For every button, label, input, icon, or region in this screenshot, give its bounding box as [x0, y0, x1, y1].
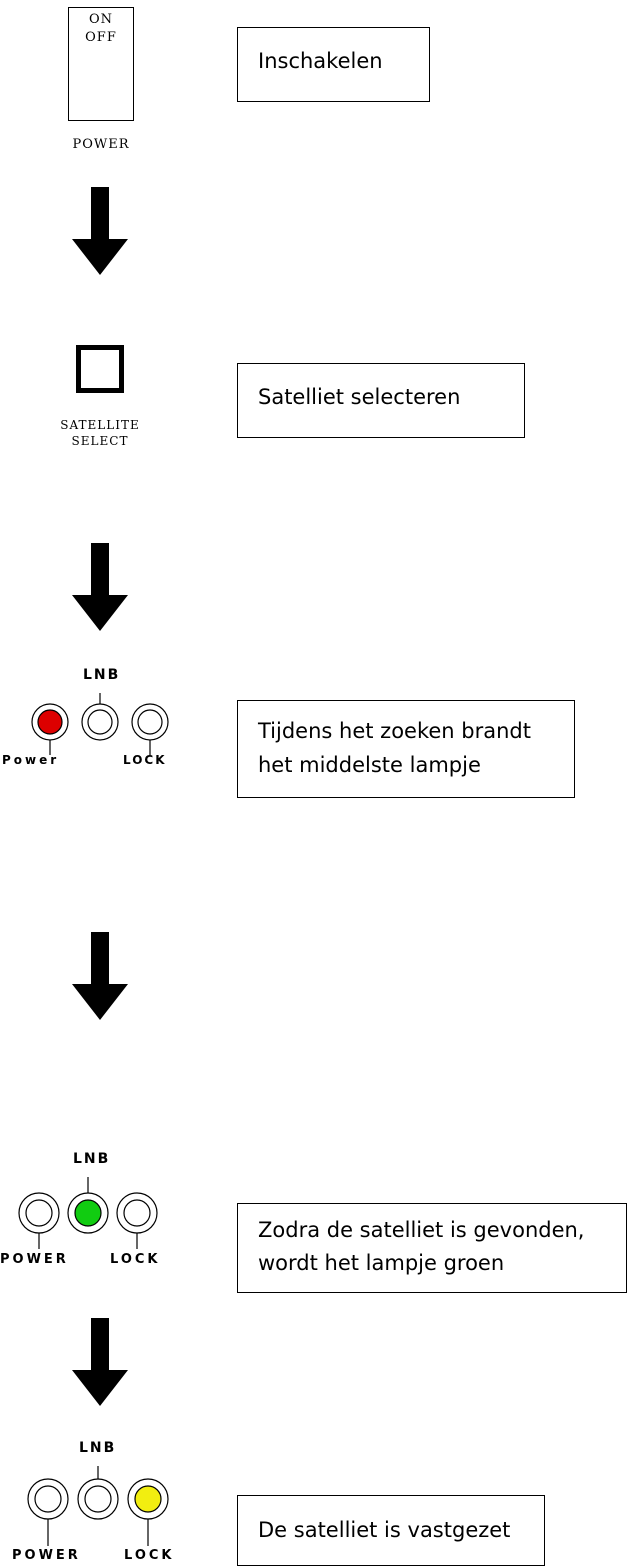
lock-led	[116, 1192, 158, 1234]
satellite-select-label-line2: SELECT	[71, 434, 129, 448]
lock-led-label: LOCK	[110, 1252, 161, 1267]
lock-led-label: LOCK	[124, 1548, 175, 1563]
lnb-led	[81, 703, 119, 741]
power-led	[18, 1192, 60, 1234]
lnb-led	[67, 1192, 109, 1234]
callout-power-on: Inschakelen	[237, 27, 430, 102]
satellite-select-button[interactable]	[76, 345, 124, 393]
lock-led-label: LOCK	[123, 753, 167, 767]
callout-found: Zodra de satelliet is gevonden, wordt he…	[237, 1203, 627, 1293]
power-led	[31, 703, 69, 741]
callout-text: Satelliet selecteren	[258, 385, 461, 409]
callout-text-line1: Tijdens het zoeken brandt	[258, 719, 531, 743]
lnb-label: LNB	[73, 1151, 111, 1167]
callout-text-line1: Zodra de satelliet is gevonden,	[258, 1218, 585, 1242]
power-led-label: Power	[2, 753, 60, 767]
power-switch[interactable]: ON OFF	[68, 7, 134, 121]
power-led-label: POWER	[0, 1252, 69, 1267]
down-arrow-icon	[72, 1318, 128, 1406]
callout-satellite-select: Satelliet selecteren	[237, 363, 525, 438]
lock-led	[131, 703, 169, 741]
led-indicator-group	[31, 693, 169, 755]
callout-text: De satelliet is vastgezet	[258, 1518, 511, 1542]
power-label: POWER	[72, 137, 130, 152]
power-led	[27, 1478, 69, 1520]
callout-searching: Tijdens het zoeken brandt het middelste …	[237, 700, 575, 798]
down-arrow-icon	[72, 187, 128, 275]
led-indicator-group	[27, 1466, 169, 1546]
lock-led	[127, 1478, 169, 1520]
callout-text: Inschakelen	[258, 49, 383, 73]
led-indicator-group	[18, 1177, 158, 1249]
satellite-select-label-line1: SATELLITE	[60, 418, 140, 432]
down-arrow-icon	[72, 543, 128, 631]
down-arrow-icon	[72, 932, 128, 1020]
power-led-label: POWER	[12, 1548, 81, 1563]
switch-off-label: OFF	[85, 30, 117, 45]
callout-text-line2: wordt het lampje groen	[258, 1251, 505, 1275]
switch-on-label: ON	[88, 12, 114, 27]
lnb-label: LNB	[79, 1440, 117, 1456]
lnb-led	[77, 1478, 119, 1520]
callout-text-line2: het middelste lampje	[258, 753, 481, 777]
lnb-label: LNB	[83, 667, 121, 683]
callout-locked: De satelliet is vastgezet	[237, 1495, 545, 1566]
